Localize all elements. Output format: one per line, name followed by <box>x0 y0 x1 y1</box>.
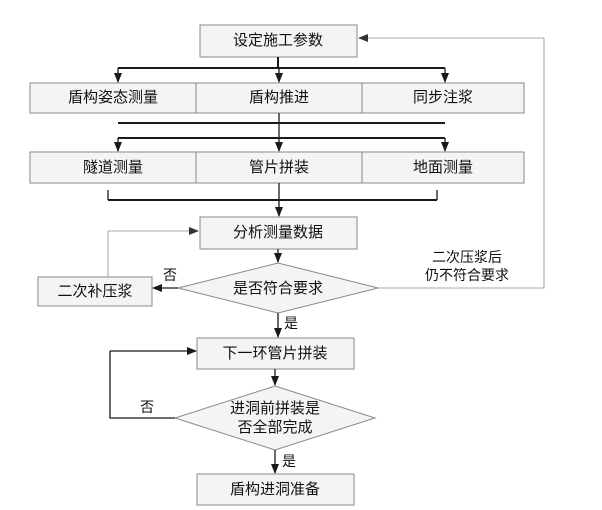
connector-completion-no <box>109 351 175 419</box>
shield-advance-label: 盾构推进 <box>249 88 309 106</box>
prepare-entry-label: 盾构进洞准备 <box>230 480 320 498</box>
set-params-label: 设定施工参数 <box>233 31 323 49</box>
feedback-label-line1: 二次压浆后 <box>432 250 502 266</box>
segment-assembly-box <box>195 151 363 184</box>
label-yes-2: 是 <box>282 454 296 470</box>
label-yes-1: 是 <box>284 316 298 332</box>
analyze-data-label: 分析测量数据 <box>233 223 323 241</box>
meets-requirements-label: 是否符合要求 <box>233 279 323 297</box>
feedback-label-line2: 仍不符合要求 <box>425 268 509 284</box>
ground-survey-box <box>361 151 525 184</box>
next-ring-label: 下一环管片拼装 <box>222 344 327 362</box>
tunnel-survey-label: 隧道测量 <box>83 158 143 176</box>
sync-grouting-box <box>361 82 525 114</box>
all-complete-label-line1: 进洞前拼装是 <box>230 399 320 417</box>
connector-feedback-loop <box>378 38 545 289</box>
sync-grouting-label: 同步注浆 <box>413 88 473 106</box>
secondary-grouting-label: 二次补压浆 <box>57 282 132 300</box>
shield-attitude-label: 盾构姿态测量 <box>68 88 158 106</box>
tunnel-survey-box <box>29 151 197 184</box>
analyze-data-box <box>199 216 358 250</box>
prepare-entry-box <box>196 473 355 506</box>
all-complete-label-line2: 否全部完成 <box>237 418 312 436</box>
shield-attitude-box <box>29 82 197 114</box>
segment-assembly-label: 管片拼装 <box>249 158 309 176</box>
shield-advance-box <box>195 82 363 114</box>
set-params-box <box>199 24 358 58</box>
label-no-1: 否 <box>163 268 177 284</box>
ground-survey-label: 地面测量 <box>413 158 473 176</box>
label-no-2: 否 <box>140 400 154 416</box>
